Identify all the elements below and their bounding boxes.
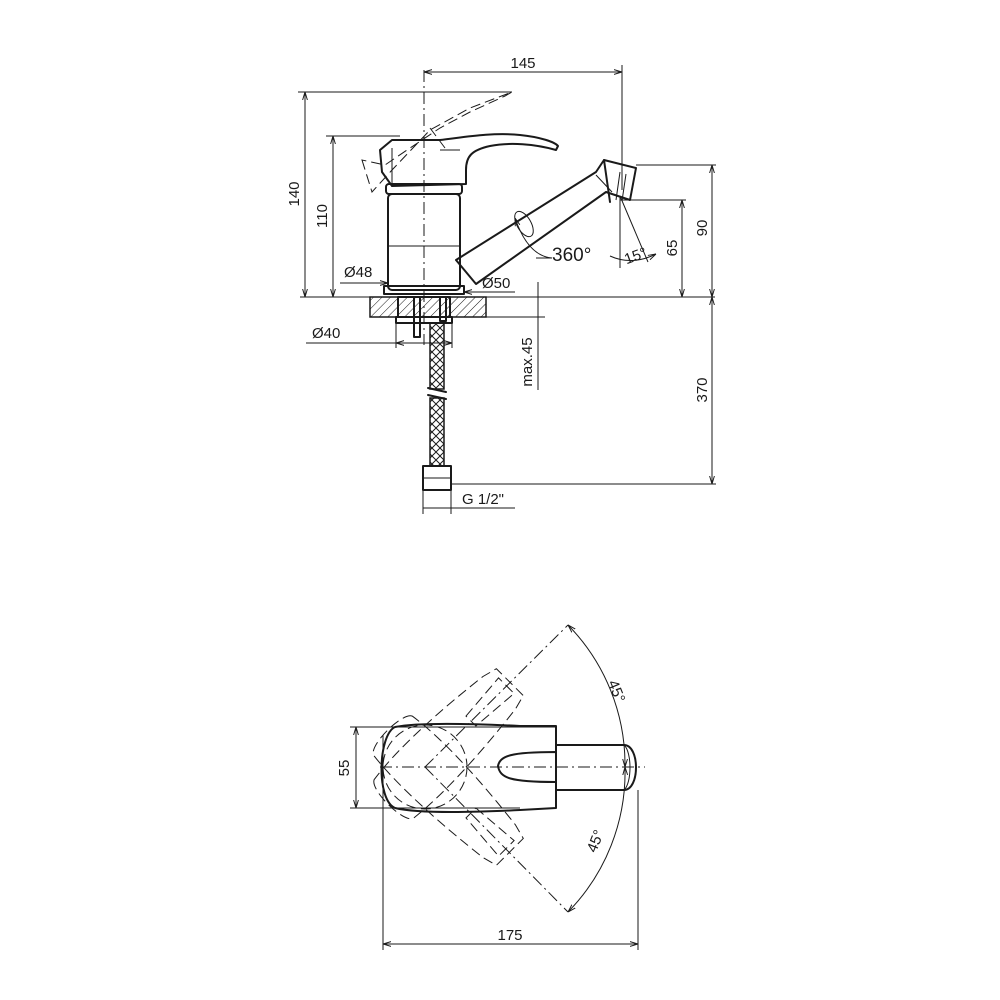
top-view: 45° 45° 55 175: [336, 625, 645, 950]
dim-base-diameter-label: Ø50: [482, 275, 510, 292]
dim-aerator-angle-label: 15°: [622, 244, 649, 268]
lever-ghost-up: [373, 668, 524, 820]
dim-max-thickness-label: max.45: [519, 337, 536, 386]
dim-lever-arc-up: [568, 625, 625, 767]
countertop-section: [369, 296, 487, 318]
lever-raised-ghost: [361, 91, 513, 193]
dim-aerator-axis: [619, 195, 649, 263]
spout-mark: [514, 210, 534, 238]
dim-length-label: 175: [497, 927, 522, 944]
dim-aerator-arc: [609, 254, 656, 261]
mounting-washer: [395, 316, 453, 324]
top-centerline-down: [424, 766, 569, 913]
dim-lever-angle-down-label: 45°: [584, 828, 608, 855]
dim-body-height-label: 110: [314, 204, 331, 228]
dim-outlet-height-label: 65: [664, 240, 681, 257]
dim-swivel-label: 360°: [552, 245, 591, 266]
dim-lever-angle-up-label: 45°: [604, 678, 628, 705]
dim-shank-diameter-label: Ø40: [312, 325, 340, 342]
dim-reach-label: 145: [510, 55, 535, 72]
lever-raised-ghost-edge: [429, 127, 446, 149]
hose-break-top: [427, 387, 447, 393]
spout: [455, 159, 637, 285]
lever: [379, 133, 559, 187]
dim-spout-height-label: 90: [694, 220, 711, 237]
side-view: 145 140 110 Ø48 Ø50 Ø40 max.45 90 65: [286, 55, 716, 514]
lever-top: [380, 722, 557, 813]
stud-left: [413, 296, 421, 338]
aerator-edge: [603, 159, 611, 203]
dim-body-diameter-label: Ø48: [344, 264, 372, 281]
aerator-ribs: [615, 171, 627, 202]
dim-hose-length-label: 370: [694, 377, 711, 402]
dim-lever-arc-down: [568, 767, 625, 912]
spout-joint: [595, 174, 613, 193]
dim-width-label: 55: [336, 760, 353, 777]
lever-ghost-down: [372, 715, 524, 866]
dim-thread-label: G 1/2": [462, 491, 504, 508]
dim-swivel-arc: [515, 218, 553, 259]
hose-upper: [429, 322, 445, 390]
hose-lower: [429, 397, 445, 467]
dim-total-height-label: 140: [286, 181, 303, 206]
top-centerline-up: [424, 624, 569, 768]
stud-right: [439, 296, 447, 322]
